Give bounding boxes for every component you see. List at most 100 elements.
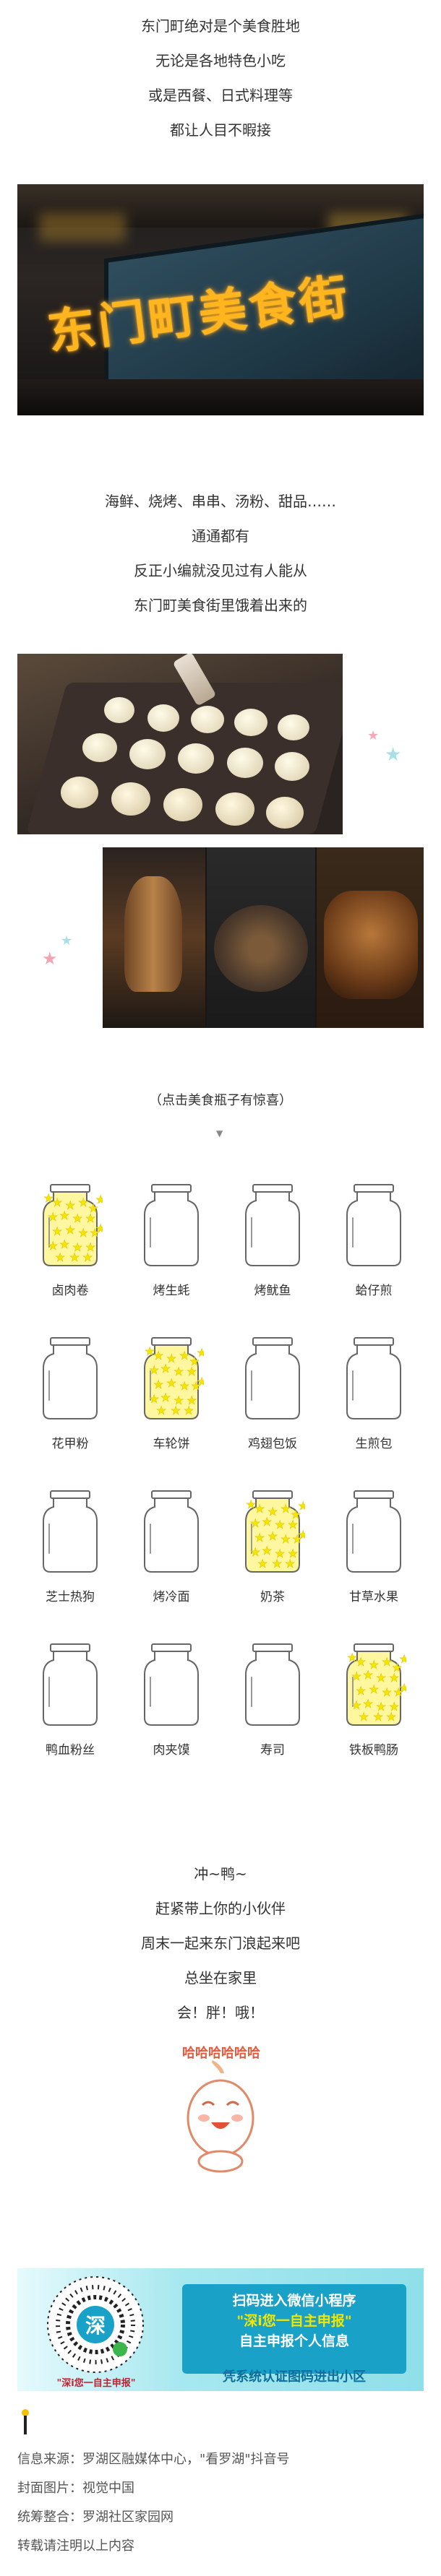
jar-label: 花甲粉 xyxy=(51,1437,89,1451)
outro-line-4: 总坐在家里 xyxy=(184,1969,257,1987)
star-icon: ★ xyxy=(288,1547,298,1560)
jar-icon xyxy=(43,1643,98,1726)
food-jar[interactable] xyxy=(341,1331,406,1425)
star-icon: ★ xyxy=(149,1363,159,1377)
outro-line-5: 会！胖！哦！ xyxy=(177,2004,264,2021)
qr-center-glyph: 深 xyxy=(85,2314,106,2338)
star-icon: ★ xyxy=(197,1346,204,1360)
star-icon: ★ xyxy=(160,1391,171,1404)
star-icon: ★ xyxy=(85,1240,95,1254)
jar-icon: ★★★★★★★★★★★★★★★★★★★★★★ xyxy=(144,1337,207,1419)
star-icon: ★ xyxy=(392,1661,402,1674)
jar-label: 芝士热狗 xyxy=(46,1590,95,1604)
food-jar[interactable] xyxy=(240,1177,305,1271)
star-icon: ★ xyxy=(281,1532,291,1546)
star-icon: ★ xyxy=(174,1393,184,1407)
star-icon: ★ xyxy=(59,1209,69,1222)
mini-program-banner[interactable]: 深 "深i您一自主申报" 扫码进入微信小程序 "深i您一自主申报" 自主申报个人… xyxy=(17,2268,424,2391)
star-icon: ★ xyxy=(52,1224,62,1238)
star-icon: ★ xyxy=(386,1710,396,1724)
star-icon: ★ xyxy=(262,1544,272,1557)
star-icon: ★ xyxy=(376,1671,386,1685)
intro-line-3: 或是西餐、日式料理等 xyxy=(148,87,293,104)
food-jar[interactable]: ★★★★★★★★★★★★★★★★★★★★★★ xyxy=(240,1484,309,1578)
star-icon: ★ xyxy=(389,1671,399,1685)
banner-line-1: 扫码进入微信小程序 xyxy=(232,2293,356,2309)
food-jar[interactable]: ★★★★★★★★★★★★★★★★★★★★★★ xyxy=(341,1637,410,1731)
intro-line-4: 都让人目不暇接 xyxy=(170,121,271,139)
star-icon: ★ xyxy=(65,1223,75,1237)
star-icon: ★ xyxy=(88,1201,98,1215)
section2-line-1: 海鲜、烧烤、串串、汤粉、甜品…… xyxy=(105,493,336,510)
star-icon: ★ xyxy=(262,1515,272,1529)
star-icon: ★ xyxy=(174,1365,184,1378)
food-jar[interactable] xyxy=(240,1637,305,1731)
star-icon: ★ xyxy=(298,1499,305,1513)
food-jar[interactable] xyxy=(341,1484,406,1578)
jar-label: 甘草水果 xyxy=(349,1590,398,1604)
footer-line-3: 统筹整合：罗湖社区家园网 xyxy=(17,2510,174,2525)
food-jar[interactable] xyxy=(139,1637,204,1731)
star-icon: ★ xyxy=(82,1250,93,1264)
mascot-icon xyxy=(187,2060,254,2173)
star-icon: ★ xyxy=(78,1226,88,1240)
qr-code-icon xyxy=(47,2276,144,2373)
jar-icon: ★★★★★★★★★★★★★★★★★★★★★★ xyxy=(346,1643,410,1726)
dongmending-sign-photo: 东门町美食街 xyxy=(17,184,424,415)
star-icon: ★ xyxy=(48,1210,58,1224)
food-jar[interactable] xyxy=(38,1637,103,1731)
banner-line-2: "深i您一自主申报" xyxy=(236,2313,352,2329)
star-icon: ★ xyxy=(61,933,73,948)
section2-line-4: 东门町美食街里饿着出来的 xyxy=(134,597,307,614)
jar-hint: （点击美食瓶子有惊喜） xyxy=(149,1093,292,1108)
star-icon: ★ xyxy=(166,1352,176,1365)
jar-label: 鸡翅包饭 xyxy=(248,1437,297,1451)
star-icon: ★ xyxy=(189,1354,200,1368)
jar-label: 卤肉卷 xyxy=(51,1284,89,1298)
star-icon: ★ xyxy=(356,1655,366,1669)
star-icon: ★ xyxy=(72,1240,82,1254)
star-icon: ★ xyxy=(369,1682,379,1696)
takoyaki-photo xyxy=(17,654,343,834)
jar-label: 鸭血粉丝 xyxy=(46,1743,95,1758)
food-jar[interactable] xyxy=(341,1177,406,1271)
star-icon: ★ xyxy=(267,1529,278,1543)
food-jar[interactable] xyxy=(139,1177,204,1271)
qr-code[interactable]: 深 xyxy=(45,2274,146,2375)
outro-line-3: 周末一起来东门浪起来吧 xyxy=(141,1935,300,1952)
section2-line-2: 通通都有 xyxy=(192,527,249,545)
jar-icon xyxy=(144,1490,199,1573)
star-icon: ★ xyxy=(272,1557,282,1570)
star-icon: ★ xyxy=(285,1557,295,1570)
star-icon: ★ xyxy=(72,1211,82,1225)
star-icon: ★ xyxy=(85,1211,95,1225)
star-icon: ★ xyxy=(187,1365,197,1378)
food-jar[interactable]: ★★★★★★★★★★★★★★★★★★★★★★ xyxy=(38,1177,106,1271)
star-icon: ★ xyxy=(275,1547,285,1560)
star-icon: ★ xyxy=(187,1393,197,1407)
banner-info-box: 扫码进入微信小程序 "深i您一自主申报" 自主申报个人信息 xyxy=(182,2284,406,2374)
intro-line-1: 东门町绝对是个美食胜地 xyxy=(141,17,300,35)
food-jar[interactable]: ★★★★★★★★★★★★★★★★★★★★★★ xyxy=(139,1331,207,1425)
qr-caption: "深i您一自主申报" xyxy=(56,2378,136,2389)
star-icon: ★ xyxy=(166,1376,176,1390)
jar-icon xyxy=(144,1184,199,1266)
star-icon: ★ xyxy=(153,1378,163,1391)
food-jar[interactable] xyxy=(38,1331,103,1425)
food-jar[interactable] xyxy=(38,1484,103,1578)
jar-label: 车轮饼 xyxy=(153,1437,190,1451)
star-icon: ★ xyxy=(197,1375,204,1388)
food-jar[interactable] xyxy=(139,1484,204,1578)
banner-line-3: 自主申报个人信息 xyxy=(239,2333,349,2349)
star-icon: ★ xyxy=(291,1508,301,1521)
jar-icon xyxy=(43,1490,98,1573)
star-icon: ★ xyxy=(184,1404,194,1417)
star-icon: ★ xyxy=(376,1700,386,1713)
star-icon: ★ xyxy=(191,1379,201,1393)
star-icon: ★ xyxy=(149,1392,159,1406)
star-icon: ★ xyxy=(55,1250,65,1264)
jar-label: 奶茶 xyxy=(260,1590,285,1604)
food-jar[interactable] xyxy=(240,1331,305,1425)
star-icon: ★ xyxy=(246,1497,256,1511)
star-icon: ★ xyxy=(399,1652,406,1666)
